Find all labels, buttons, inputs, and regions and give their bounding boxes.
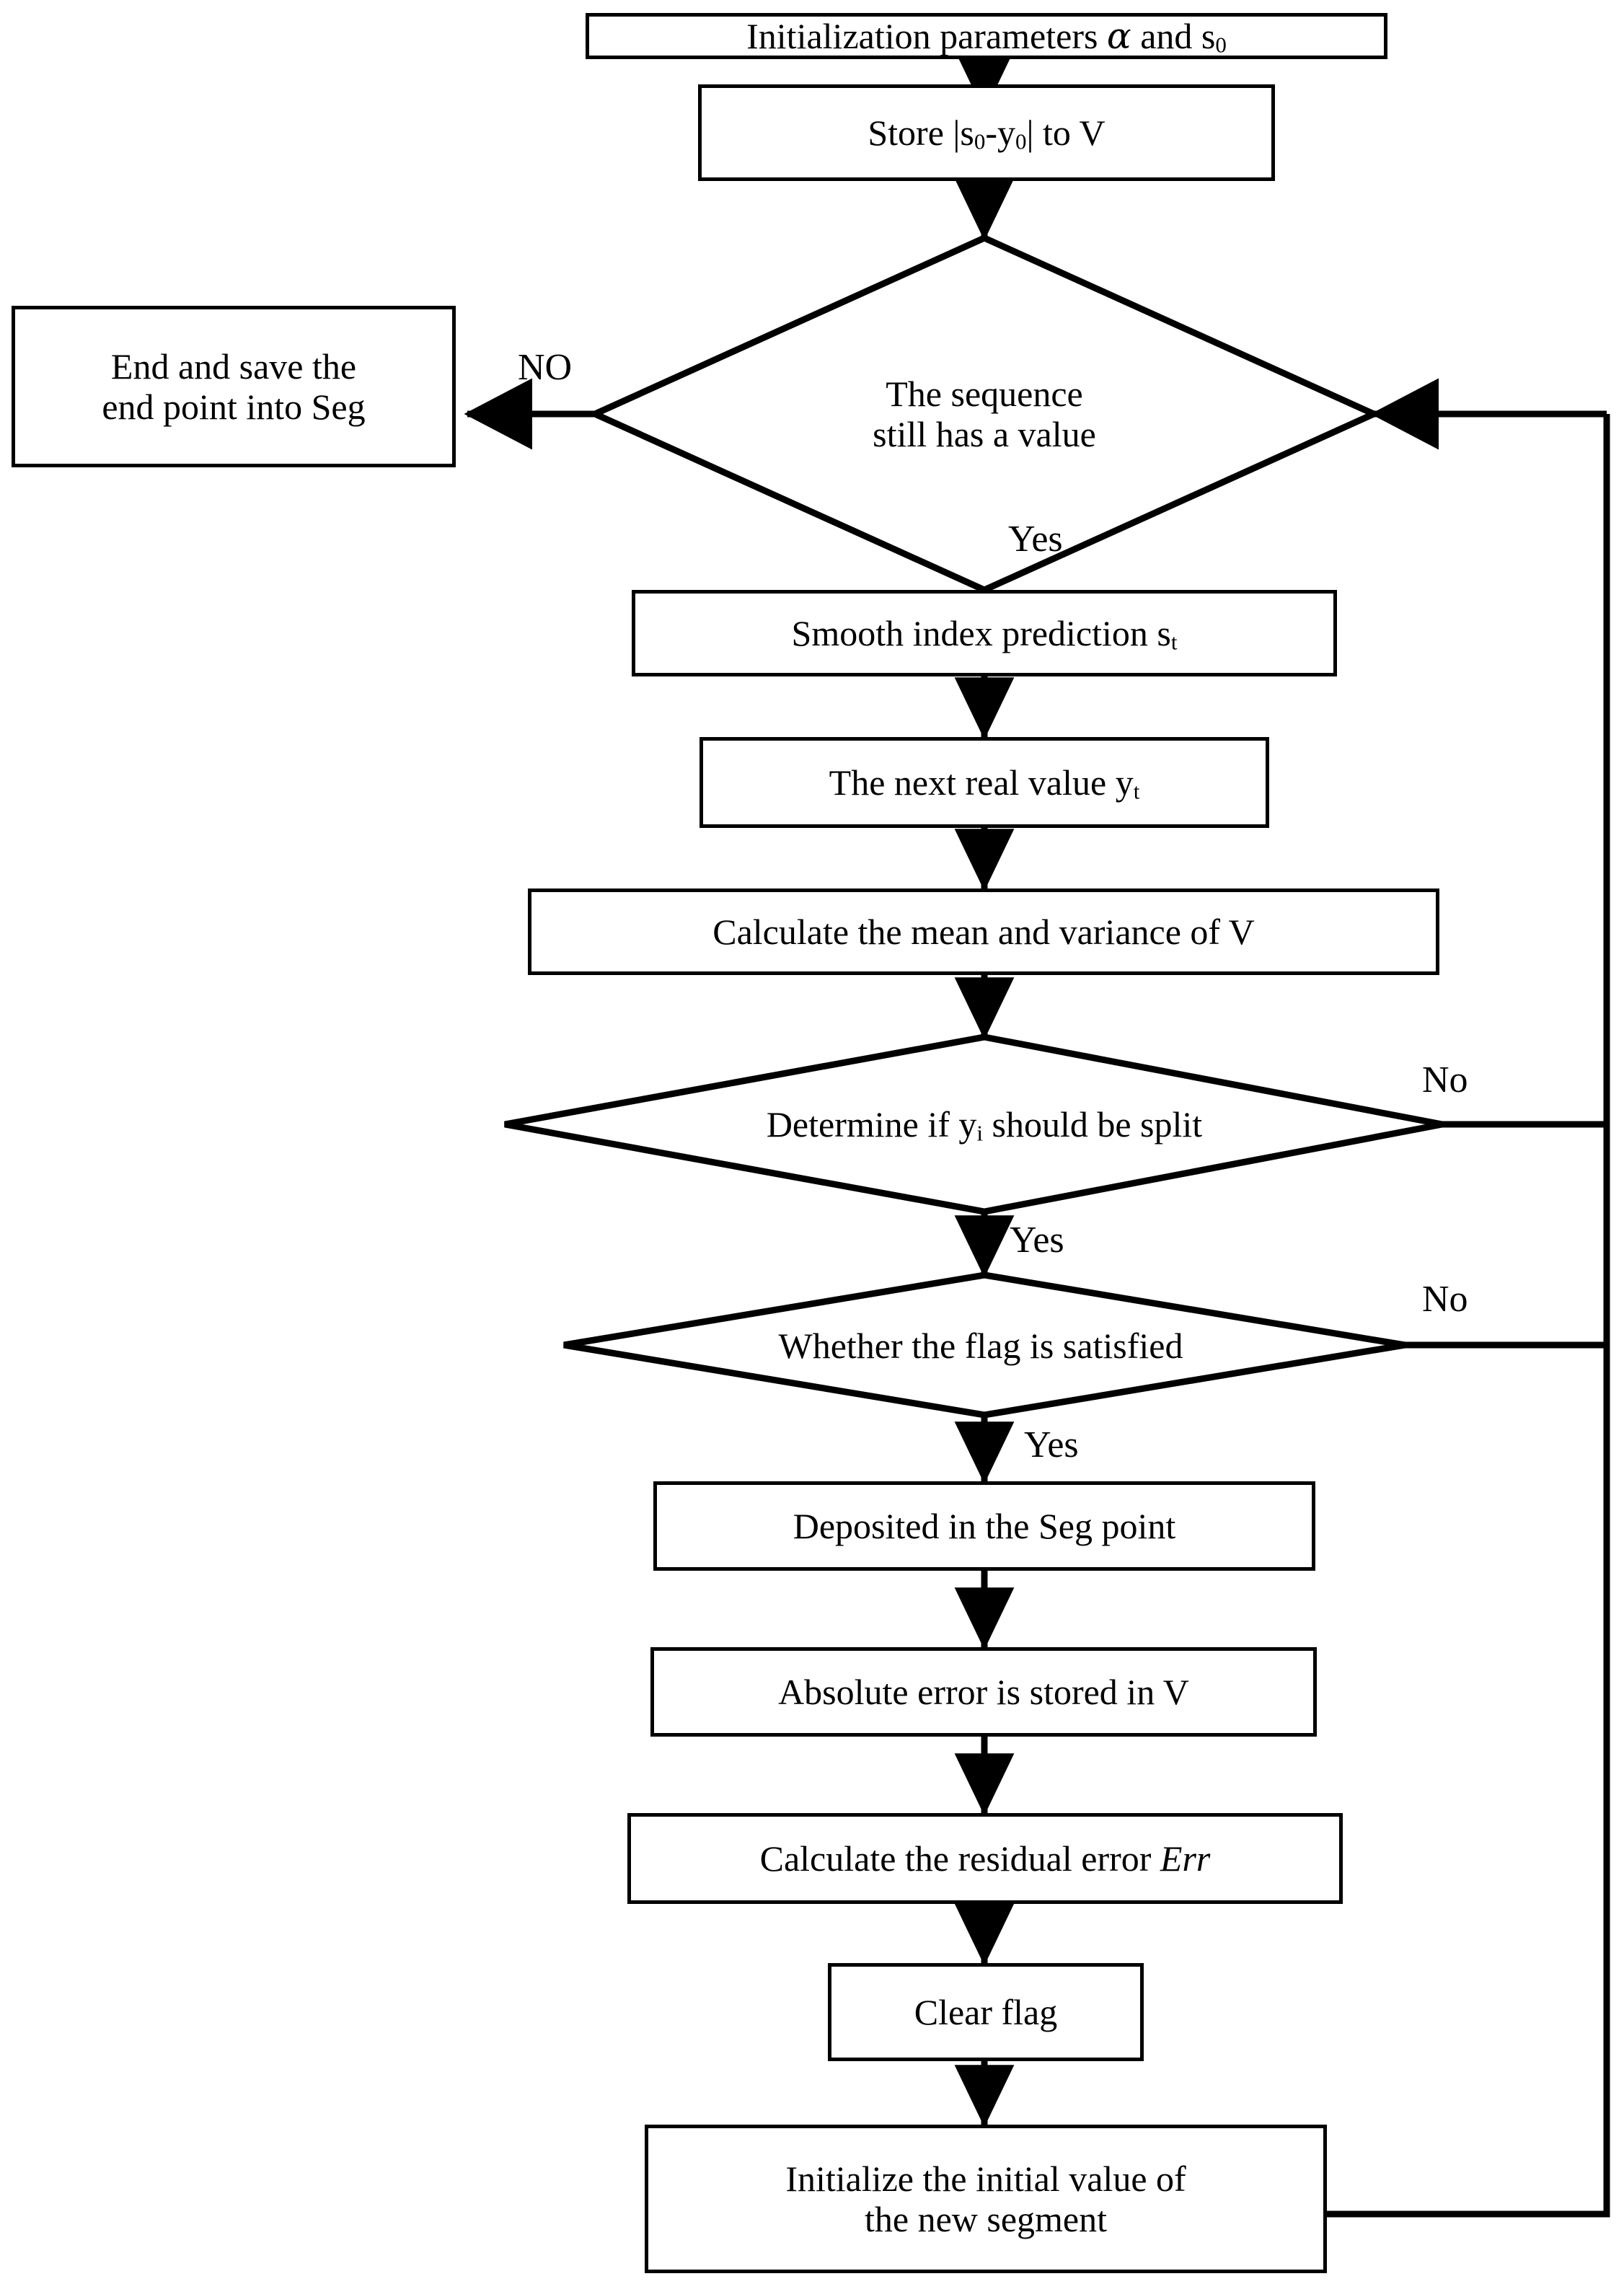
edge-label-split-yes: Yes [1010,1220,1064,1261]
node-next-real[interactable]: The next real value yt [700,737,1269,828]
node-init-new-segment-line1: Initialize the initial value of [785,2159,1186,2199]
diamond-flag-satisfied [563,1271,1405,1419]
node-residual-err[interactable]: Calculate the residual error Err [627,1813,1343,1904]
diamond-determine-split [504,1033,1443,1215]
node-clear-flag[interactable]: Clear flag [828,1963,1144,2061]
node-end-save-line1: End and save the [110,346,357,387]
node-smooth-pred[interactable]: Smooth index prediction st [632,590,1337,676]
node-seq-has-value-label: The sequence still has a value [873,374,1096,454]
node-flag-satisfied-label: Whether the flag is satisfied [778,1326,1183,1366]
node-end-save-line2: end point into Seg [102,387,366,427]
node-abs-error[interactable]: Absolute error is stored in V [650,1647,1317,1737]
node-seq-has-value-line2: still has a value [873,414,1096,454]
node-init-params-label: Initialization parameters α and s0 [746,15,1227,58]
node-next-real-label: The next real value yt [829,762,1140,804]
node-flag-satisfied[interactable]: Whether the flag is satisfied [577,1313,1385,1379]
node-store-v[interactable]: Store |s0-y0| to V [698,84,1275,181]
node-deposit-seg-label: Deposited in the Seg point [793,1506,1176,1546]
node-mean-var[interactable]: Calculate the mean and variance of V [528,889,1439,975]
node-init-new-segment-label: Initialize the initial value of the new … [778,2159,1193,2239]
node-determine-split-label: Determine if yi should be split [766,1104,1203,1146]
edge-rail-vertical [1327,414,1610,2218]
node-mean-var-label: Calculate the mean and variance of V [712,912,1255,952]
edge-label-flag-yes: Yes [1024,1424,1079,1465]
edge-label-flag-no: No [1422,1279,1468,1320]
node-end-save-label: End and save the end point into Seg [94,346,372,427]
edge-label-split-no: No [1422,1059,1468,1101]
node-store-v-label: Store |s0-y0| to V [868,113,1106,154]
node-end-save[interactable]: End and save the end point into Seg [12,306,456,467]
edge-label-seq-yes: Yes [1008,519,1063,560]
node-init-new-segment-line2: the new segment [864,2199,1107,2239]
node-clear-flag-label: Clear flag [914,1992,1058,2032]
node-smooth-pred-label: Smooth index prediction st [791,613,1178,655]
node-abs-error-label: Absolute error is stored in V [778,1672,1189,1712]
node-determine-split[interactable]: Determine if yi should be split [548,1090,1421,1158]
node-residual-err-label: Calculate the residual error Err [759,1838,1211,1879]
node-init-new-segment[interactable]: Initialize the initial value of the new … [645,2125,1327,2273]
node-seq-has-value-line1: The sequence [886,374,1083,414]
node-deposit-seg[interactable]: Deposited in the Seg point [653,1481,1315,1571]
edge-label-seq-no: NO [518,347,573,388]
node-seq-has-value[interactable]: The sequence still has a value [667,336,1302,492]
node-init-params[interactable]: Initialization parameters α and s0 [586,13,1387,59]
